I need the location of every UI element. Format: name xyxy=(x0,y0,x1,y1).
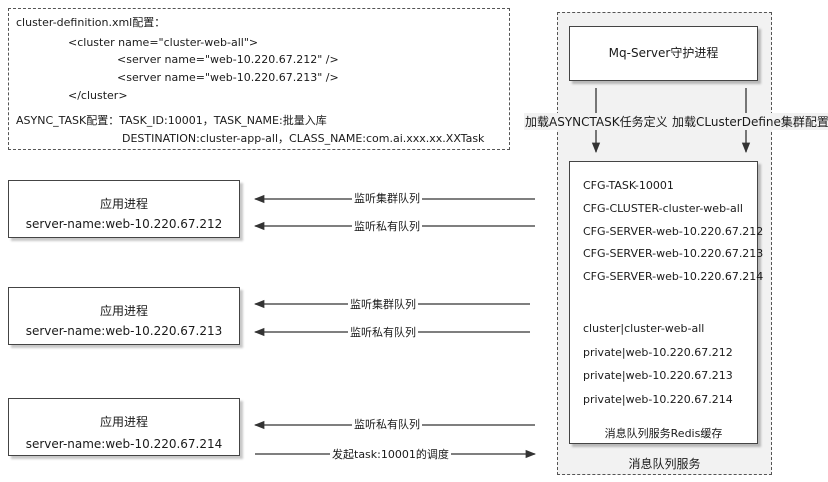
redis-key: CFG-TASK-10001 xyxy=(583,179,674,192)
redis-key: CFG-SERVER-web-10.220.67.214 xyxy=(583,270,764,283)
redis-cache-box: CFG-TASK-10001 CFG-CLUSTER-cluster-web-a… xyxy=(569,161,763,444)
async-task-config-line: ASYNC_TASK配置：TASK_ID:10001，TASK_NAME:批量入… xyxy=(16,114,327,127)
mq-server-daemon-box: Mq-Server守护进程 xyxy=(569,26,758,81)
redis-key: CFG-SERVER-web-10.220.67.213 xyxy=(583,247,764,260)
app-process-title: 应用进程 xyxy=(99,304,148,318)
app-process-server-name: server-name:web-10.220.67.212 xyxy=(25,217,223,231)
app-process-server-name: server-name:web-10.220.67.213 xyxy=(25,324,223,338)
redis-key: CFG-SERVER-web-10.220.67.212 xyxy=(583,225,764,238)
queue-entry: private|web-10.220.67.213 xyxy=(583,369,733,382)
listen-cluster-label-2: 监听集群队列 xyxy=(348,296,418,312)
config-server-213: <server name="web-10.220.67.213" /> xyxy=(117,71,339,84)
app-process-server-name: server-name:web-10.220.67.214 xyxy=(25,437,223,451)
queue-entry: private|web-10.220.67.214 xyxy=(583,393,733,406)
load-task-label: 加载ASYNCTASK任务定义 xyxy=(524,113,669,130)
config-title: cluster-definition.xml配置： xyxy=(16,16,166,29)
redis-cache-label: 消息队列服务Redis缓存 xyxy=(604,427,723,440)
config-server-212: <server name="web-10.220.67.212" /> xyxy=(117,53,339,66)
app-process-box-213: 应用进程 server-name:web-10.220.67.213 xyxy=(8,287,240,345)
listen-private-label-1: 监听私有队列 xyxy=(352,218,422,234)
listen-private-label-2: 监听私有队列 xyxy=(348,324,418,340)
queue-entry: private|web-10.220.67.212 xyxy=(583,346,733,359)
config-cluster-close: </cluster> xyxy=(68,89,128,102)
app-process-box-212: 应用进程 server-name:web-10.220.67.212 xyxy=(8,180,240,238)
redis-key: CFG-CLUSTER-cluster-web-all xyxy=(583,202,743,215)
app-process-title: 应用进程 xyxy=(99,197,148,211)
cluster-config-box: cluster-definition.xml配置： <cluster name=… xyxy=(8,8,510,150)
app-process-title: 应用进程 xyxy=(99,415,148,429)
async-task-destination-line: DESTINATION:cluster-app-all，CLASS_NAME:c… xyxy=(122,132,485,145)
app-process-box-214: 应用进程 server-name:web-10.220.67.214 xyxy=(8,398,240,456)
dispatch-label: 发起task:10001的调度 xyxy=(330,446,451,462)
load-cluster-label: 加载CLusterDefine集群配置 xyxy=(671,113,828,130)
queue-entry: cluster|cluster-web-all xyxy=(583,322,705,335)
listen-cluster-label-1: 监听集群队列 xyxy=(352,190,422,206)
config-cluster-open: <cluster name="cluster-web-all"> xyxy=(68,36,259,49)
listen-private-label-3: 监听私有队列 xyxy=(352,416,422,432)
message-queue-service-label: 消息队列服务 xyxy=(628,457,701,471)
